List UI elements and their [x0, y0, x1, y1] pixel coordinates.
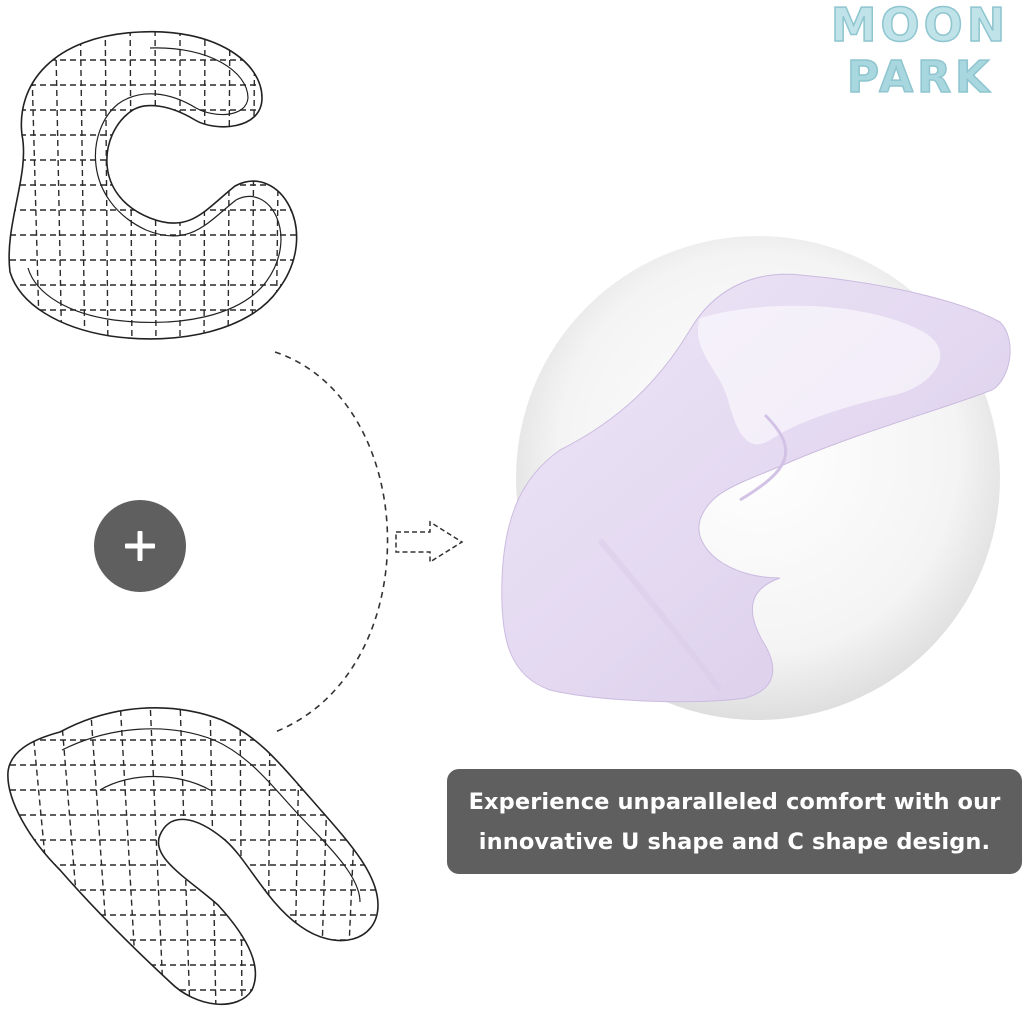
plus-button — [94, 500, 186, 592]
arrow-right-icon — [395, 520, 464, 564]
u-shape-pillow-outline — [7, 707, 379, 1006]
brand-line-2: PARK — [846, 52, 994, 103]
caption-line-1: Experience unparalleled comfort with our — [468, 788, 1001, 815]
brand-line-1: MOON — [830, 0, 1010, 52]
brand-logo: MOON PARK — [830, 0, 1010, 100]
caption-banner: Experience unparalleled comfort with our… — [447, 769, 1022, 874]
caption-line-2: innovative U shape and C shape design. — [478, 828, 991, 855]
lavender-pillow-photo — [501, 273, 1011, 703]
connector-arc — [274, 351, 389, 733]
c-shape-pillow-outline — [8, 30, 298, 340]
plus-icon — [125, 531, 155, 561]
